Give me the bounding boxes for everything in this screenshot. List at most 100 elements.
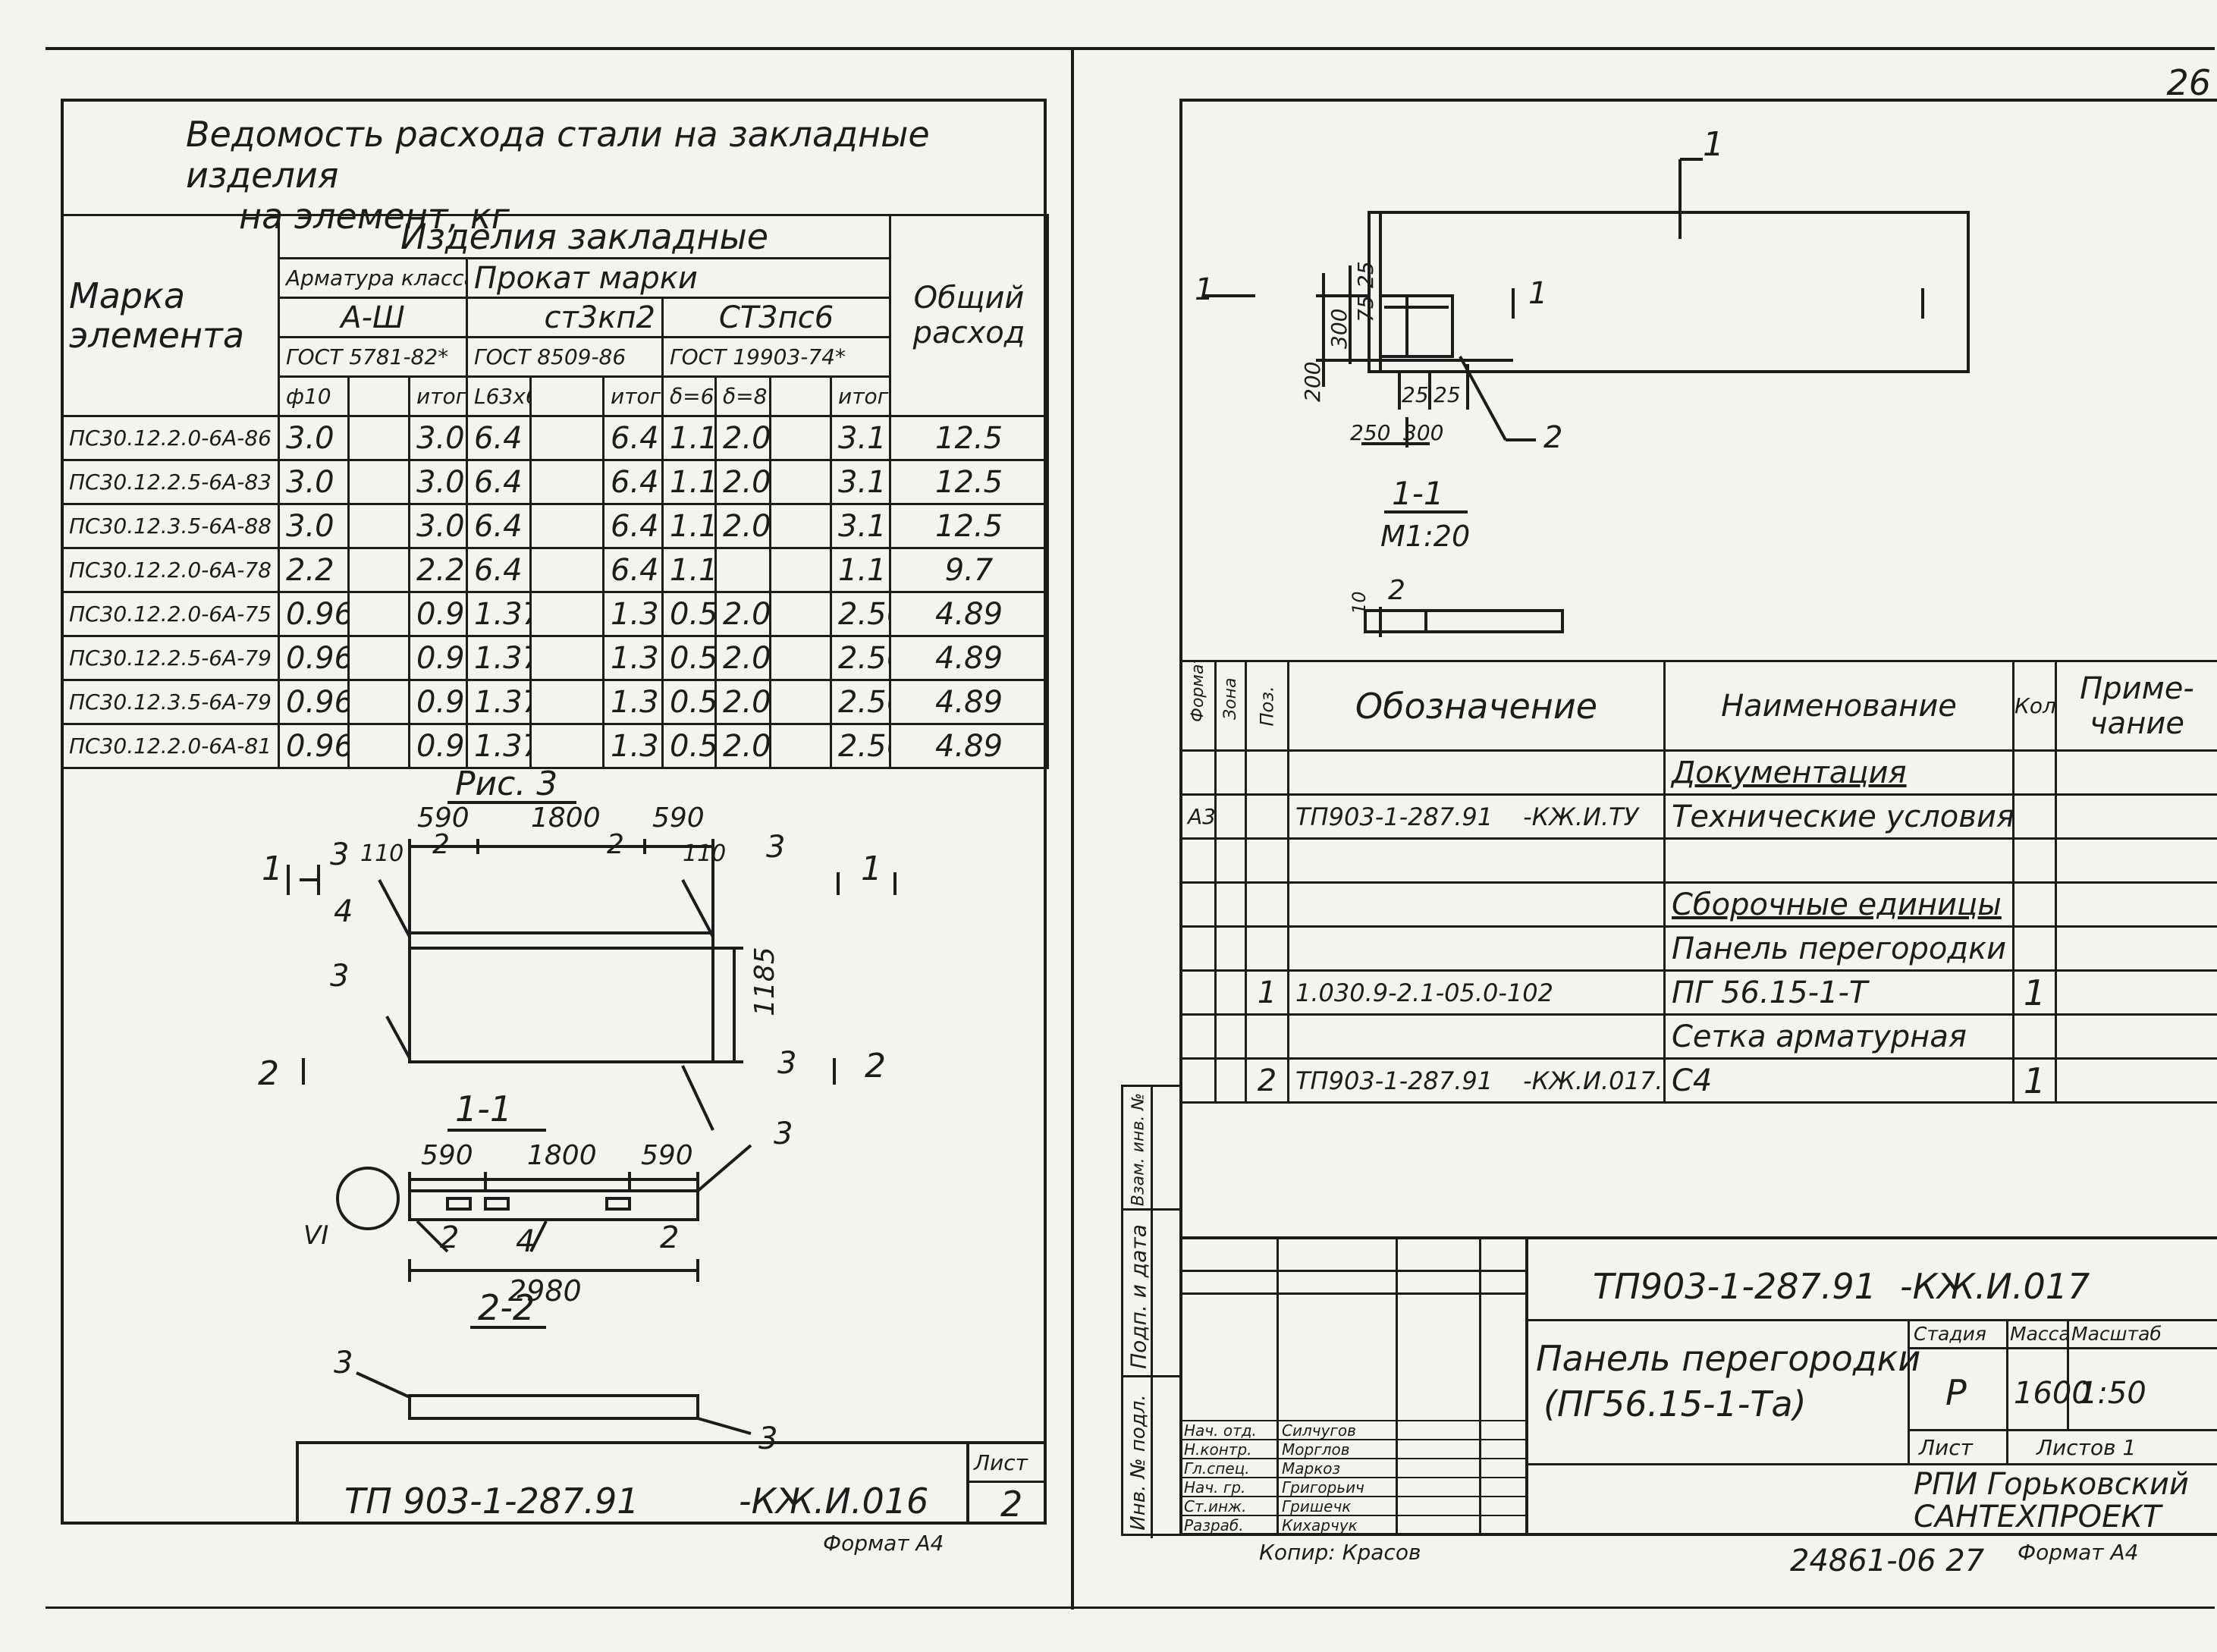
cell-empty <box>529 723 604 769</box>
spec-cell-empty <box>2055 793 2217 840</box>
spec-cell-empty <box>2055 881 2217 928</box>
sheet-divider <box>1071 47 1074 1610</box>
person-role: Разраб. <box>1184 1516 1244 1534</box>
spec-desig-code: 1.030.9-2.1-05.0-102 <box>1295 978 1553 1007</box>
dim-590-left: 590 <box>417 802 469 834</box>
cell-d8: 2.0 <box>714 723 771 769</box>
cell-empty <box>529 635 604 681</box>
cell-d6: 0.56 <box>661 591 717 637</box>
cell-total: 4.89 <box>889 591 1050 637</box>
spec-cell-empty <box>2055 837 2217 884</box>
spec-cell-empty <box>1214 881 1247 928</box>
spec-h-pos: Поз. <box>1245 660 1289 752</box>
table-title-line1: Ведомость расхода стали на закладные изд… <box>186 114 930 196</box>
spec-cell-pos <box>1245 749 1289 796</box>
spec-cell-name: Сборочные единицы <box>1663 881 2014 928</box>
cut-label-2-left: 2 <box>258 1054 279 1093</box>
spec-h-name: Наименование <box>1663 660 2014 752</box>
cell-empty <box>347 591 410 637</box>
detail-label-1: 1 <box>1703 125 1724 164</box>
cell-empty <box>529 503 604 549</box>
side-label-sign: Подп. и дата <box>1126 1224 1151 1369</box>
page-number: 26 <box>2166 62 2211 103</box>
cell-it2: 6.4 <box>602 503 664 549</box>
header-items: Изделия закладные <box>277 214 892 259</box>
plan-body <box>408 1189 699 1221</box>
cell-l63: 6.4 <box>466 415 532 461</box>
spec-cell-pos <box>1245 881 1289 928</box>
cell-mark: ПС30.12.2.0-6А-86 <box>61 415 280 461</box>
spec-row: Сетка арматурная <box>1179 1013 2217 1060</box>
left-stamp: ТП 903-1-287.91 -КЖ.И.016 Лист 2 <box>296 1441 1047 1525</box>
cell-it2: 1.37 <box>602 635 664 681</box>
cell-it1: 0.96 <box>408 723 468 769</box>
spec-desig-code: ТП903-1-287.91 <box>1295 802 1493 831</box>
cell-mark: ПС30.12.2.0-6А-81 <box>61 723 280 769</box>
label-2: 2 <box>432 829 450 860</box>
cell-l63: 1.37 <box>466 723 532 769</box>
cell-d10: 0.96 <box>278 591 350 637</box>
cell-d10: 3.0 <box>278 503 350 549</box>
detail-drawing: 1 1 1 2 25 75 300 200 25 25 250 300 1-1 … <box>1195 125 1970 637</box>
right-stamp-suffix: -КЖ.И.017 <box>1900 1266 2090 1307</box>
header-empty <box>529 375 604 417</box>
dim-250: 250 <box>1350 420 1390 445</box>
cell-d6: 1.1 <box>661 415 717 461</box>
grid-line <box>1179 1439 1528 1440</box>
spec-h-desig: Обозначение <box>1287 660 1666 752</box>
spec-row <box>1179 837 2217 884</box>
spec-table: Формат Зона Поз. Обозначение Наименовани… <box>1179 660 2217 1177</box>
section-1-1-label: 1-1 <box>455 1088 512 1129</box>
detail-cut-1-right: 1 <box>1528 276 1547 311</box>
cell-mark: ПС30.12.3.5-6А-79 <box>61 679 280 725</box>
cell-empty <box>769 635 832 681</box>
detail-label-2: 2 <box>1388 575 1405 606</box>
label-4: 4 <box>516 1224 535 1259</box>
spec-cell-empty <box>1214 1057 1247 1104</box>
cell-empty <box>769 547 832 593</box>
header-itogo3: итого <box>829 375 892 417</box>
cell-empty <box>769 503 832 549</box>
header-total: Общий расход <box>889 214 1050 417</box>
spec-cell-desig: ТП903-1-287.91-КЖ.И.017.017 <box>1287 1057 1666 1104</box>
label-3: 3 <box>334 1346 353 1380</box>
dim-25: 25 <box>1353 261 1378 288</box>
left-format: Формат А4 <box>823 1531 944 1556</box>
person-role: Н.контр. <box>1184 1440 1252 1459</box>
cell-mark: ПС30.12.3.5-6А-88 <box>61 503 280 549</box>
spec-cell-empty <box>1214 925 1247 972</box>
cell-it2: 6.4 <box>602 547 664 593</box>
side-label-inv: Инв. № подл. <box>1127 1394 1150 1531</box>
right-format: Формат А4 <box>2018 1540 2139 1565</box>
h-scale: Масштаб <box>2071 1323 2162 1345</box>
spec-cell-name: Панель перегородки <box>1663 925 2014 972</box>
spec-cell-qty <box>2012 793 2057 840</box>
cell-d10: 0.96 <box>278 723 350 769</box>
person-name: Кихарчук <box>1282 1516 1358 1534</box>
spec-cell-empty <box>1214 749 1247 796</box>
table-row: ПС30.12.2.0-6А-750.960.961.371.370.562.0… <box>61 591 1050 637</box>
spec-cell-fmt <box>1179 881 1217 928</box>
dim-10: 10 <box>1349 591 1370 614</box>
spec-cell-qty <box>2012 1013 2057 1060</box>
cut-label-1-right: 1 <box>861 850 882 888</box>
dim-300: 300 <box>1327 309 1352 349</box>
grid-line <box>1179 1458 1528 1459</box>
spec-desig-code: ТП903-1-287.91 <box>1295 1066 1493 1095</box>
person-name: Морглов <box>1282 1440 1350 1459</box>
spec-cell-empty <box>1214 837 1247 884</box>
cell-it3: 2.56 <box>829 635 892 681</box>
header-gost1: ГОСТ 5781-82* <box>278 336 468 378</box>
cell-it2: 1.37 <box>602 591 664 637</box>
spec-blank <box>1179 1101 2217 1177</box>
spec-cell-pos: 2 <box>1245 1057 1289 1104</box>
cell-empty <box>769 415 832 461</box>
grid-line <box>1179 1515 1528 1516</box>
spec-cell-name: Сетка арматурная <box>1663 1013 2014 1060</box>
spec-cell-name: С4 <box>1663 1057 2014 1104</box>
cell-it3: 3.1 <box>829 503 892 549</box>
side-strip: Взам. инв. № Подп. и дата Инв. № подл. <box>1121 1085 1182 1538</box>
header-gost3: ГОСТ 19903-74* <box>661 336 892 378</box>
person-role: Нач. гр. <box>1184 1478 1246 1497</box>
